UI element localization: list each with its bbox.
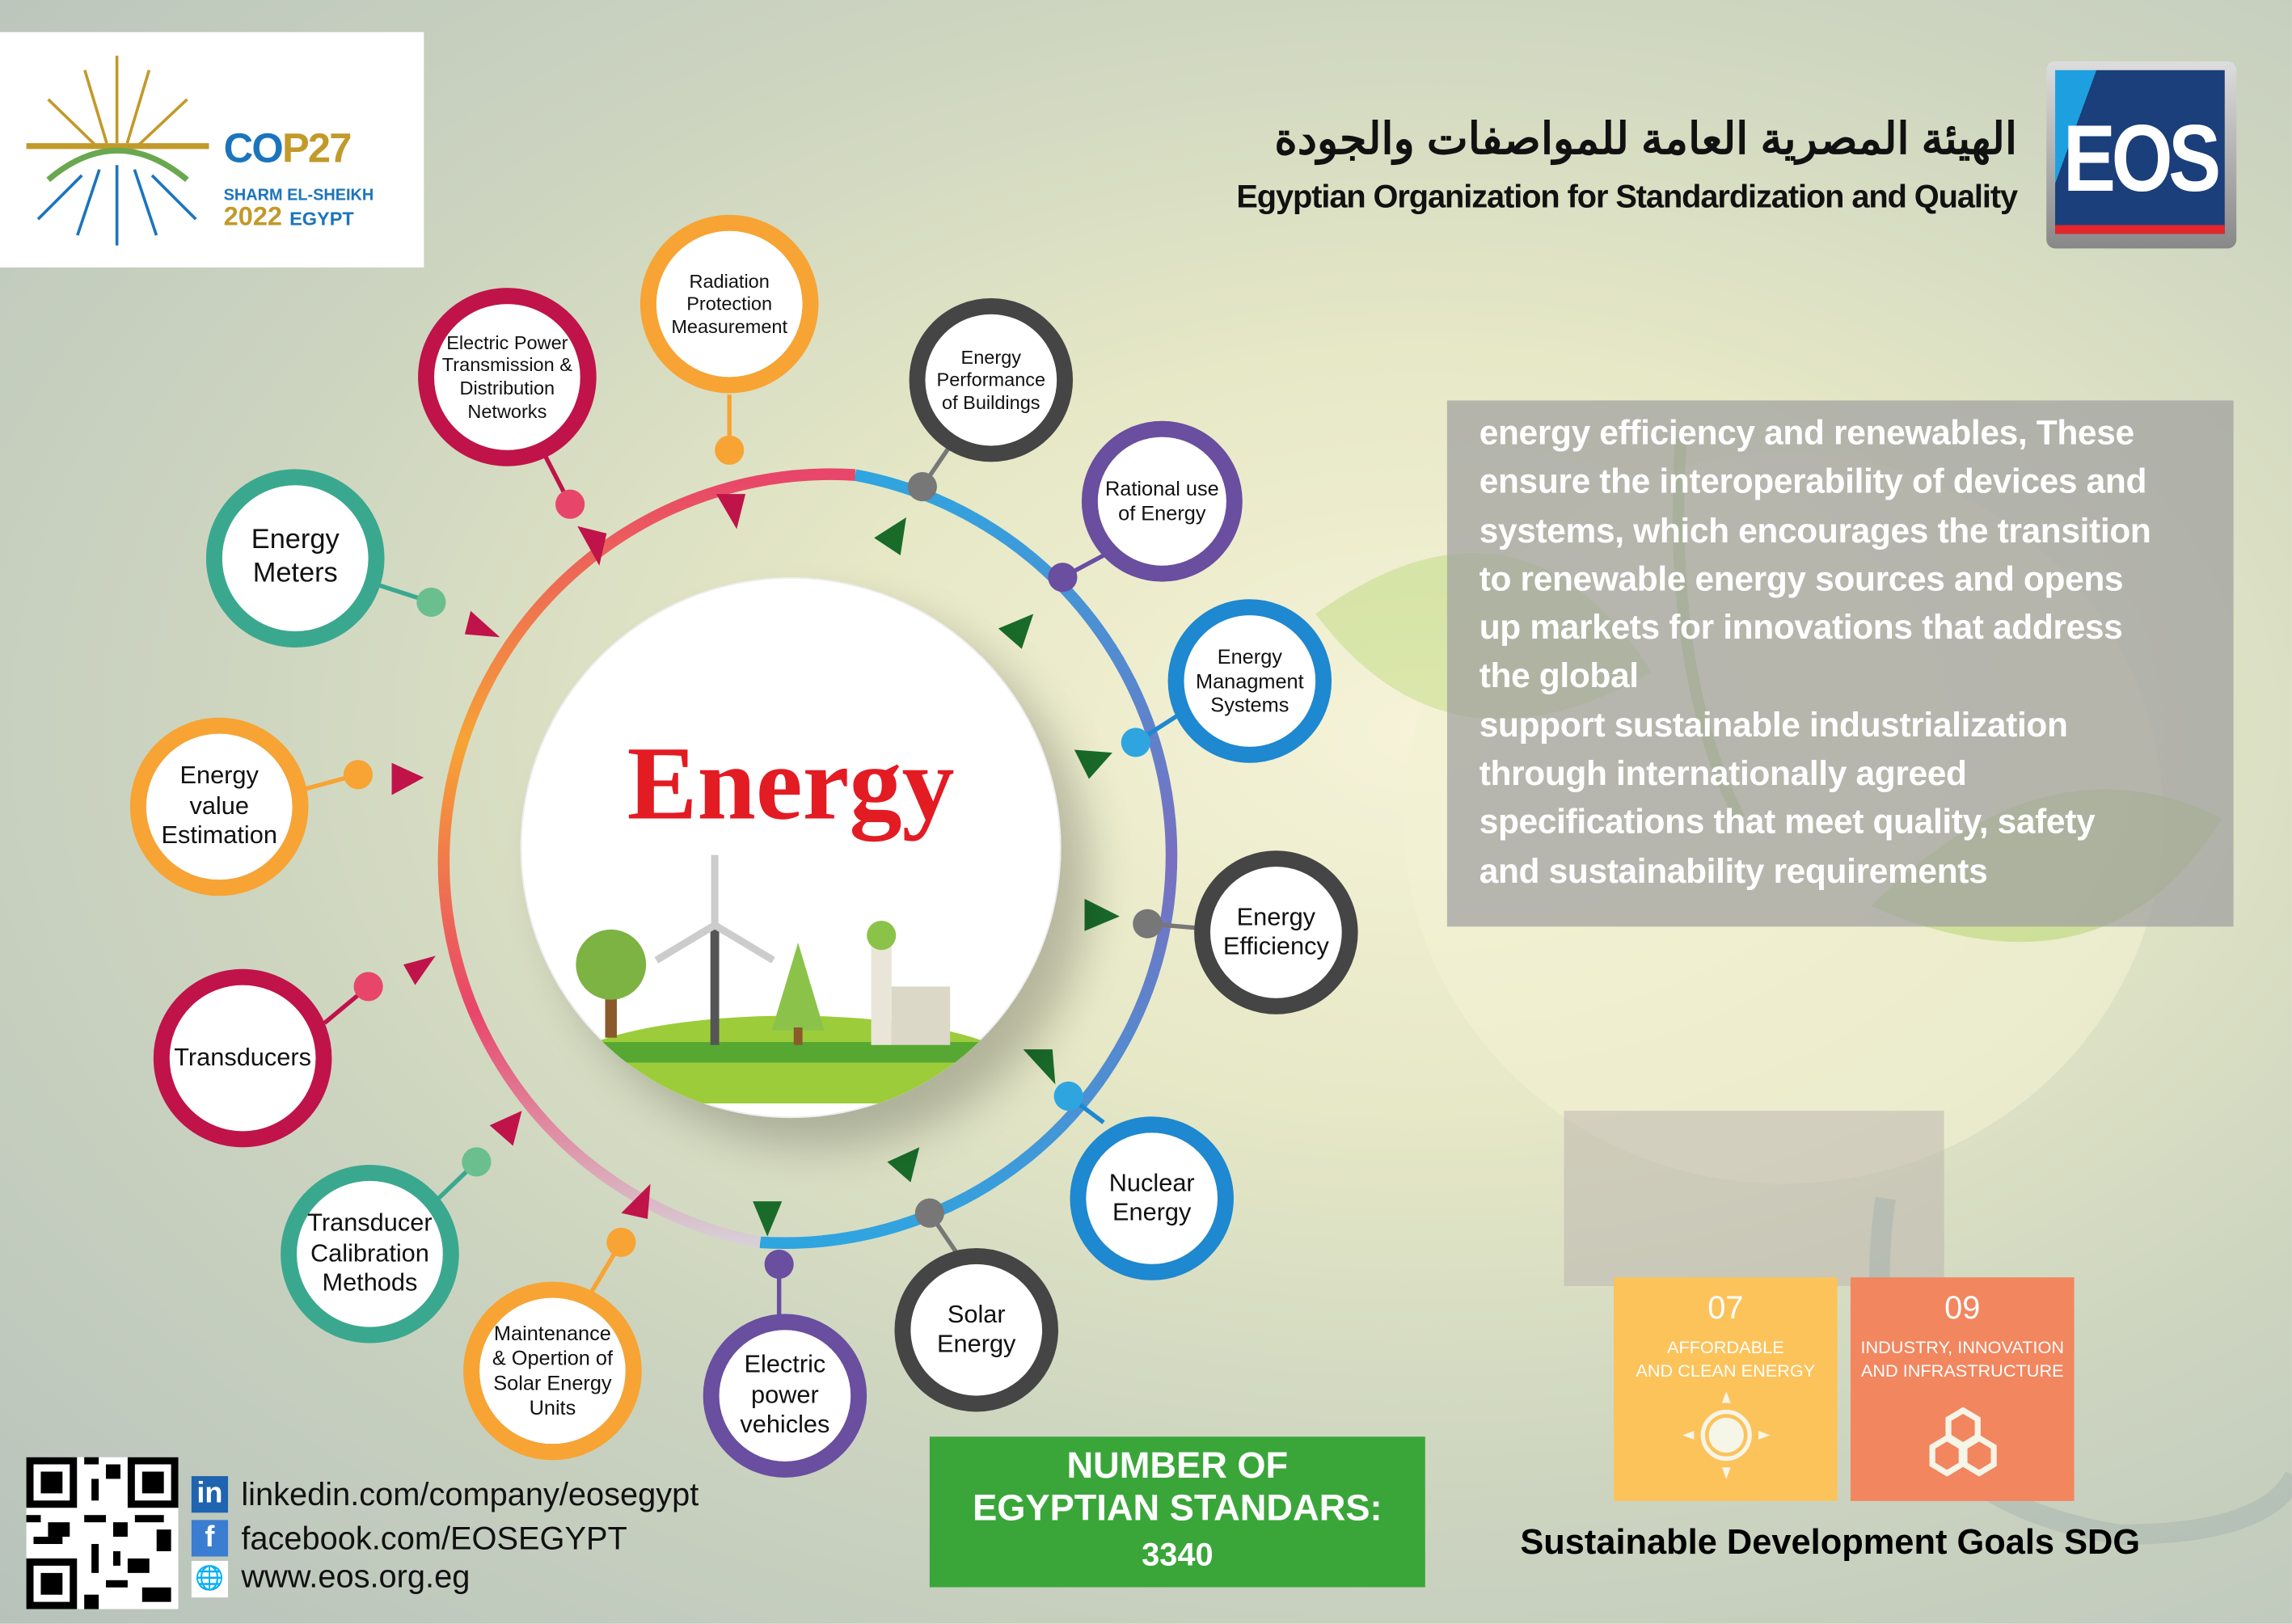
topic-node: Nuclear Energy bbox=[1070, 1116, 1234, 1280]
cop-title: COP27 bbox=[223, 125, 352, 171]
topic-node-label: Maintenance & Opertion of Solar Energy U… bbox=[492, 1322, 614, 1419]
facebook-link[interactable]: facebook.com/EOSEGYPT bbox=[241, 1520, 627, 1557]
org-name-arabic: الهيئة المصرية العامة للمواصفات والجودة bbox=[1274, 115, 2018, 164]
globe-icon: 🌐 bbox=[191, 1560, 229, 1598]
sdg-title-caption: Sustainable Development Goals SDG bbox=[1520, 1522, 2141, 1563]
landscape-illustration bbox=[564, 854, 1018, 1104]
topic-node-label: Nuclear Energy bbox=[1108, 1168, 1195, 1226]
arrow-markers bbox=[391, 494, 1120, 1237]
sdg-goal-07: 07 AFFORDABLE AND CLEAN ENERGY bbox=[1614, 1277, 1838, 1501]
topic-node: Rational use of Energy bbox=[1081, 420, 1243, 582]
org-name-english: Egyptian Organization for Standardizatio… bbox=[1236, 178, 2018, 215]
topic-node: Maintenance & Opertion of Solar Energy U… bbox=[463, 1281, 642, 1461]
topic-node: Energy Performance of Buildings bbox=[909, 297, 1074, 462]
facebook-icon: f bbox=[191, 1520, 229, 1557]
topic-node: Energy Meters bbox=[205, 469, 385, 647]
topic-node: Electric power vehicles bbox=[703, 1314, 867, 1478]
connector-dots bbox=[343, 435, 1163, 1279]
sdg-number: 09 bbox=[1944, 1289, 1981, 1326]
topic-node-label: Solar Energy bbox=[937, 1300, 1016, 1358]
topic-node-label: Energy Managment Systems bbox=[1196, 643, 1304, 717]
topic-node: Energy value Estimation bbox=[129, 717, 309, 896]
description-panel: energy efficiency and renewables, These … bbox=[1446, 400, 2234, 927]
sdg-number: 07 bbox=[1707, 1289, 1744, 1326]
eos-logo: EOS bbox=[2046, 61, 2237, 249]
standards-line1: NUMBER OF bbox=[1066, 1445, 1289, 1487]
sun-rays-logo-icon bbox=[26, 55, 209, 246]
cop27-logo: COP27 SHARM EL-SHEIKH 2022 EGYPT bbox=[0, 32, 424, 268]
center-title: Energy bbox=[627, 724, 955, 842]
topic-node: Transducer Calibration Methods bbox=[281, 1164, 459, 1343]
topic-node-label: Electric power vehicles bbox=[740, 1351, 830, 1439]
topic-node: Energy Efficiency bbox=[1194, 850, 1358, 1014]
cubes-icon bbox=[1928, 1407, 1996, 1477]
standards-count-box: NUMBER OF EGYPTIAN STANDARS: 3340 bbox=[929, 1436, 1425, 1588]
topic-node-label: Transducer Calibration Methods bbox=[307, 1209, 433, 1297]
topic-node-label: Transducers bbox=[174, 1043, 311, 1071]
sdg-title: INDUSTRY, INNOVATION AND INFRASTRUCTURE bbox=[1860, 1337, 2065, 1381]
linkedin-link[interactable]: linkedin.com/company/eosegypt bbox=[241, 1476, 699, 1513]
energy-center-circle: Energy bbox=[520, 577, 1062, 1119]
sun-icon bbox=[1682, 1391, 1770, 1479]
topic-node-label: Energy Meters bbox=[251, 525, 340, 589]
topic-node: Radiation Protection Measurement bbox=[639, 214, 819, 394]
website-link[interactable]: www.eos.org.eg bbox=[241, 1558, 471, 1595]
standards-line2: EGYPTIAN STANDARS: bbox=[973, 1487, 1382, 1529]
topic-node-label: Energy value Estimation bbox=[161, 761, 277, 850]
topic-node-label: Electric Power Transmission & Distributi… bbox=[441, 331, 572, 422]
qr-code[interactable] bbox=[26, 1457, 179, 1609]
sdg-title: AFFORDABLE AND CLEAN ENERGY bbox=[1636, 1337, 1816, 1381]
topic-node: Energy Managment Systems bbox=[1167, 599, 1332, 763]
cop-location: SHARM EL-SHEIKH bbox=[223, 187, 374, 205]
topic-node: Electric Power Transmission & Distributi… bbox=[418, 288, 597, 466]
topic-node: Solar Energy bbox=[894, 1248, 1058, 1412]
topic-node-label: Rational use of Energy bbox=[1104, 476, 1219, 525]
sdg-goal-09: 09 INDUSTRY, INNOVATION AND INFRASTRUCTU… bbox=[1850, 1277, 2075, 1501]
topic-node-label: Radiation Protection Measurement bbox=[671, 269, 788, 338]
standards-count: 3340 bbox=[1142, 1536, 1214, 1573]
topic-node-label: Energy Performance of Buildings bbox=[936, 345, 1046, 414]
topic-node-label: Energy Efficiency bbox=[1222, 902, 1329, 960]
cop-year: 2022 EGYPT bbox=[223, 201, 354, 231]
topic-node: Transducers bbox=[153, 968, 332, 1148]
linkedin-icon: in bbox=[191, 1476, 229, 1513]
description-text: energy efficiency and renewables, These … bbox=[1479, 413, 2151, 890]
